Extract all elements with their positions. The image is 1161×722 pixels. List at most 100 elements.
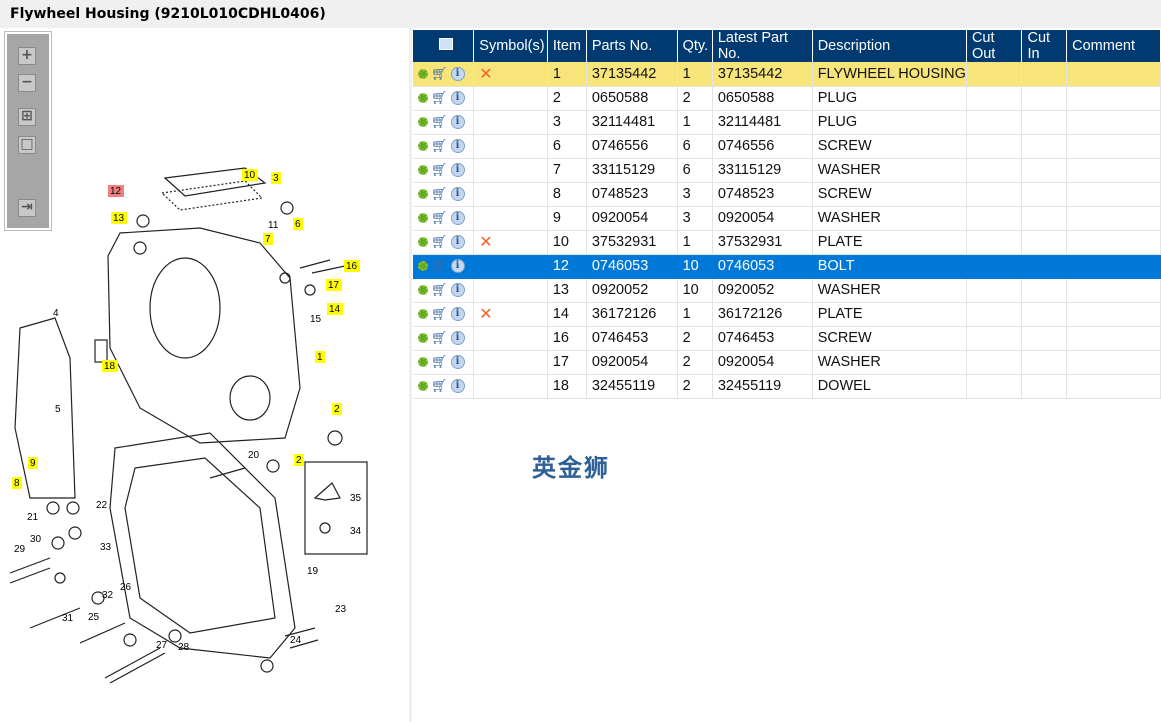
column-header[interactable]: Item (547, 30, 587, 62)
callout-4[interactable]: 4 (53, 308, 59, 319)
callout-17[interactable]: 17 (326, 279, 342, 291)
info-icon[interactable]: i (450, 379, 465, 394)
info-icon[interactable]: i (450, 91, 465, 106)
search-icon[interactable] (438, 38, 453, 50)
info-icon[interactable]: i (450, 307, 465, 322)
callout-20[interactable]: 20 (248, 450, 260, 461)
cart-icon[interactable]: 🛒︎ (431, 114, 448, 130)
zoom-out-button[interactable]: − (18, 74, 36, 92)
callout-1[interactable]: 1 (315, 351, 325, 363)
cart-icon[interactable]: 🛒︎ (431, 234, 448, 250)
cart-icon[interactable]: 🛒︎ (431, 138, 448, 154)
callout-8[interactable]: 8 (12, 477, 22, 489)
search-column-header[interactable] (413, 30, 475, 62)
callout-2[interactable]: 2 (294, 454, 304, 466)
column-header[interactable]: Latest Part No. (712, 30, 813, 62)
callout-21[interactable]: 21 (27, 512, 39, 523)
callout-30[interactable]: 30 (30, 534, 42, 545)
cart-icon[interactable]: 🛒︎ (431, 306, 448, 322)
column-header[interactable]: Description (812, 30, 967, 62)
callout-5[interactable]: 5 (55, 404, 61, 415)
callout-13[interactable]: 13 (111, 212, 127, 224)
callout-12[interactable]: 12 (108, 185, 124, 197)
info-icon[interactable]: i (450, 235, 465, 250)
cart-icon[interactable]: 🛒︎ (431, 90, 448, 106)
cart-icon[interactable]: 🛒︎ (431, 65, 448, 81)
gear-icon[interactable] (418, 213, 428, 224)
gear-icon[interactable] (418, 309, 428, 320)
cart-icon[interactable]: 🛒︎ (431, 354, 448, 370)
info-icon[interactable]: i (450, 355, 465, 370)
info-icon[interactable]: i (450, 331, 465, 346)
gear-icon[interactable] (418, 93, 428, 104)
callout-34[interactable]: 34 (350, 526, 362, 537)
callout-33[interactable]: 33 (100, 542, 112, 553)
callout-28[interactable]: 28 (178, 642, 190, 653)
callout-22[interactable]: 22 (96, 500, 108, 511)
callout-31[interactable]: 31 (62, 613, 74, 624)
column-header[interactable]: Cut In (1021, 30, 1068, 62)
column-header[interactable]: Parts No. (586, 30, 678, 62)
gear-icon[interactable] (418, 165, 428, 176)
gear-icon[interactable] (418, 357, 428, 368)
cart-icon[interactable]: 🛒︎ (431, 330, 448, 346)
callout-35[interactable]: 35 (350, 493, 362, 504)
fit-view-button[interactable]: ⊞ (18, 108, 36, 126)
info-icon[interactable]: i (450, 115, 465, 130)
gear-icon[interactable] (418, 68, 428, 79)
callout-27[interactable]: 27 (156, 640, 168, 651)
callout-14[interactable]: 14 (327, 303, 343, 315)
cart-icon[interactable]: 🛒︎ (431, 210, 448, 226)
column-header[interactable]: Qty. (677, 30, 713, 62)
callout-18[interactable]: 18 (102, 360, 118, 372)
callout-9[interactable]: 9 (28, 457, 38, 469)
info-icon[interactable]: i (450, 66, 465, 81)
gear-icon[interactable] (418, 285, 428, 296)
callout-26[interactable]: 26 (120, 582, 132, 593)
callout-7[interactable]: 7 (263, 233, 273, 245)
cart-icon[interactable]: 🛒︎ (431, 258, 448, 274)
callout-25[interactable]: 25 (88, 612, 100, 623)
gear-icon[interactable] (418, 189, 428, 200)
callout-19[interactable]: 19 (307, 566, 319, 577)
callout-29[interactable]: 29 (14, 544, 26, 555)
toggle-panel-button[interactable]: ⇥ (18, 199, 36, 217)
info-icon[interactable]: i (450, 163, 465, 178)
gear-icon[interactable] (418, 381, 428, 392)
callout-24[interactable]: 24 (290, 635, 302, 646)
info-icon[interactable]: i (450, 211, 465, 226)
callout-16[interactable]: 16 (344, 260, 360, 272)
callout-15[interactable]: 15 (310, 314, 322, 325)
callout-10[interactable]: 10 (242, 169, 258, 181)
callout-11[interactable]: 11 (268, 220, 279, 231)
callout-23[interactable]: 23 (335, 604, 347, 615)
column-header[interactable]: Cut Out (966, 30, 1023, 62)
info-icon[interactable]: i (450, 139, 465, 154)
gear-icon[interactable] (418, 237, 428, 248)
gear-icon[interactable] (418, 141, 428, 152)
column-header[interactable]: Symbol(s) (473, 30, 548, 62)
gear-icon[interactable] (418, 333, 428, 344)
info-icon[interactable]: i (450, 187, 465, 202)
zoom-in-button[interactable]: + (18, 47, 36, 65)
cart-icon[interactable]: 🛒︎ (431, 186, 448, 202)
callout-2[interactable]: 2 (332, 403, 342, 415)
cart-icon[interactable]: 🛒︎ (431, 282, 448, 298)
cart-icon[interactable]: 🛒︎ (431, 162, 448, 178)
column-header[interactable]: Comment (1066, 30, 1161, 62)
gear-icon[interactable] (418, 117, 428, 128)
